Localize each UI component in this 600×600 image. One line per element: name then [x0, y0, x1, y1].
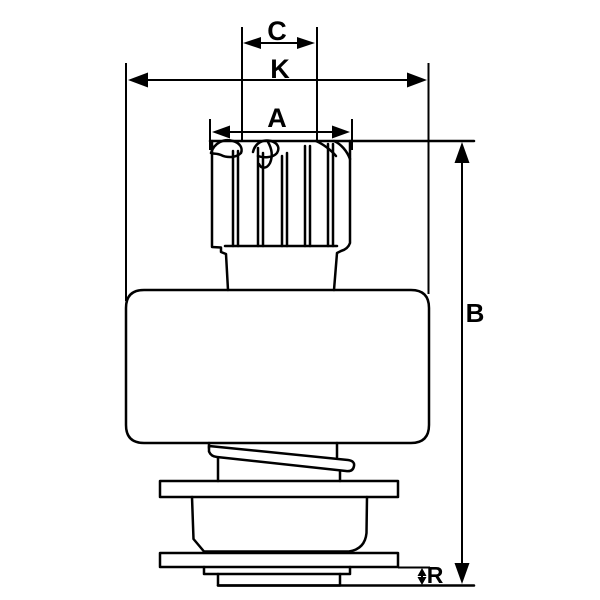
clutch-collar	[190, 495, 369, 553]
pinion-left-edge	[210, 139, 230, 292]
dimension-label-b: B	[466, 298, 485, 328]
pinion-right-edge	[332, 139, 352, 292]
spline-thread-band	[207, 444, 356, 473]
thrust-washer-lower	[158, 551, 400, 569]
dimension-k: K	[125, 54, 430, 301]
hub-step-1	[202, 565, 352, 576]
drive-body	[124, 288, 431, 445]
tooth-chamfer-curves	[209, 138, 352, 169]
hub-steps	[202, 565, 352, 587]
arrow-right-icon	[332, 125, 350, 139]
hub-step-2	[216, 572, 342, 587]
dimension-label-c: C	[267, 16, 287, 46]
dimension-b: B	[454, 142, 485, 584]
pinion-gear	[209, 138, 352, 292]
arrow-down-icon	[454, 563, 470, 584]
arrow-left-icon	[212, 125, 230, 139]
dimension-label-a: A	[267, 103, 287, 133]
arrow-down-icon	[417, 577, 427, 585]
dimension-label-k: K	[270, 54, 290, 84]
arrow-left-icon	[243, 37, 261, 49]
arrow-up-icon	[417, 568, 427, 576]
thrust-washer-upper	[158, 479, 400, 499]
arrow-right-icon	[407, 72, 427, 88]
dimension-r: R	[398, 562, 444, 588]
arrow-right-icon	[297, 37, 315, 49]
dimension-c: C	[241, 16, 318, 141]
dimension-a: A	[209, 103, 353, 150]
arrow-left-icon	[128, 72, 148, 88]
dimension-label-r: R	[427, 562, 444, 588]
arrow-up-icon	[454, 142, 470, 163]
pinion-teeth	[231, 142, 335, 248]
helical-spline	[207, 441, 356, 483]
